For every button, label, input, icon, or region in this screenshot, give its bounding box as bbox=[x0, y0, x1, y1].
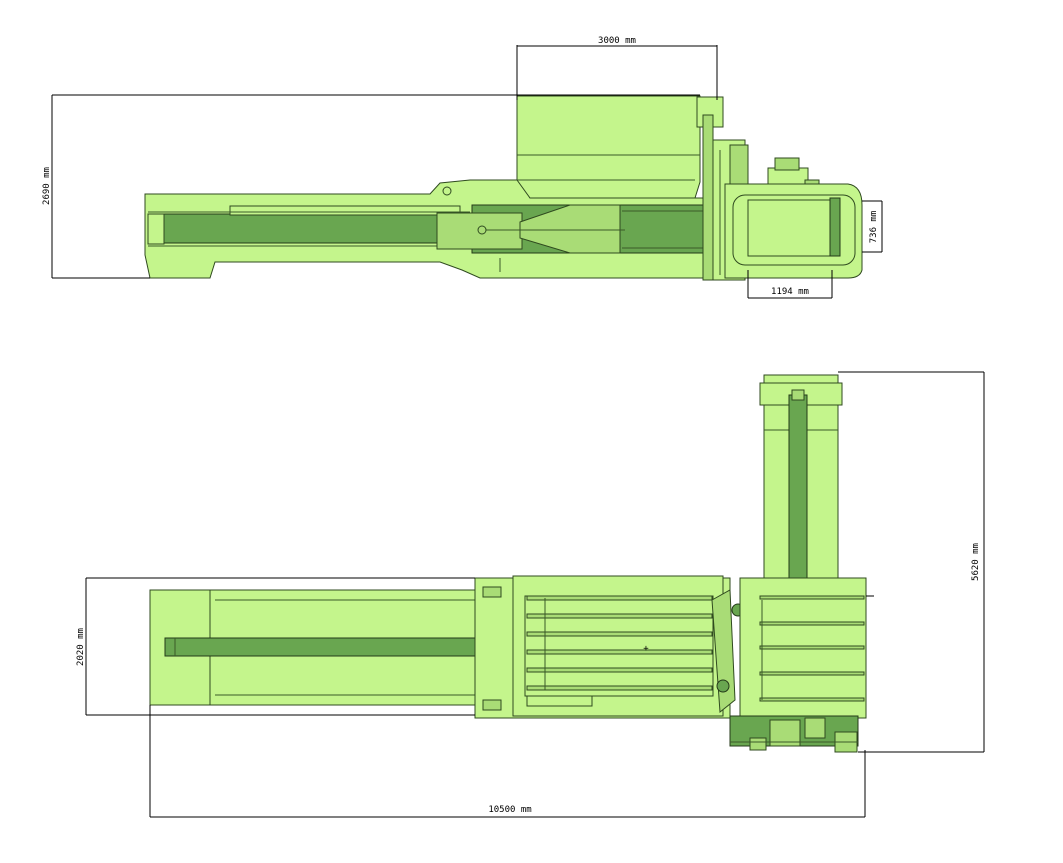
top-bale-slot bbox=[526, 695, 593, 707]
dim-hopper-width: 3000 mm bbox=[598, 36, 636, 46]
top-bracket-b bbox=[482, 699, 502, 711]
side-door-hinge bbox=[829, 197, 841, 257]
dim-overall-length: 10500 mm bbox=[488, 805, 531, 815]
side-bale-outline bbox=[732, 194, 856, 266]
top-bracket-a bbox=[482, 586, 502, 598]
top-right-slats bbox=[759, 595, 865, 702]
top-ram-rod bbox=[164, 637, 511, 657]
top-chamber-inner bbox=[524, 595, 714, 697]
side-end-cap bbox=[147, 213, 165, 245]
dim-side-height: 2690 mm bbox=[42, 167, 52, 205]
dim-top-width: 2020 mm bbox=[76, 628, 86, 666]
side-hopper bbox=[516, 95, 701, 199]
top-chamber-slats bbox=[526, 595, 713, 691]
side-view-dimensions: 3000 mm 2690 mm 736 mm 1194 mm bbox=[42, 36, 883, 299]
side-motor-cap bbox=[774, 157, 800, 171]
side-channel bbox=[161, 213, 453, 244]
side-bale-door bbox=[747, 199, 837, 257]
side-valve-block bbox=[729, 144, 749, 191]
top-angled-door bbox=[711, 589, 736, 713]
side-ram-head bbox=[519, 204, 621, 254]
side-top-rail bbox=[229, 205, 461, 216]
dim-bale-height: 736 mm bbox=[869, 211, 879, 244]
top-hinge-lower bbox=[716, 679, 730, 693]
side-post bbox=[702, 114, 714, 281]
dim-bale-width: 1194 mm bbox=[771, 287, 809, 297]
dim-overall-depth: 5620 mm bbox=[971, 543, 981, 581]
top-feed-cylinder bbox=[788, 394, 808, 581]
side-view bbox=[144, 95, 863, 281]
top-view-dimensions: 2020 mm 5620 mm 10500 mm bbox=[76, 371, 985, 818]
top-view: + bbox=[149, 374, 867, 753]
svg-text:+: + bbox=[643, 644, 649, 654]
side-pivot-hole bbox=[442, 186, 452, 196]
